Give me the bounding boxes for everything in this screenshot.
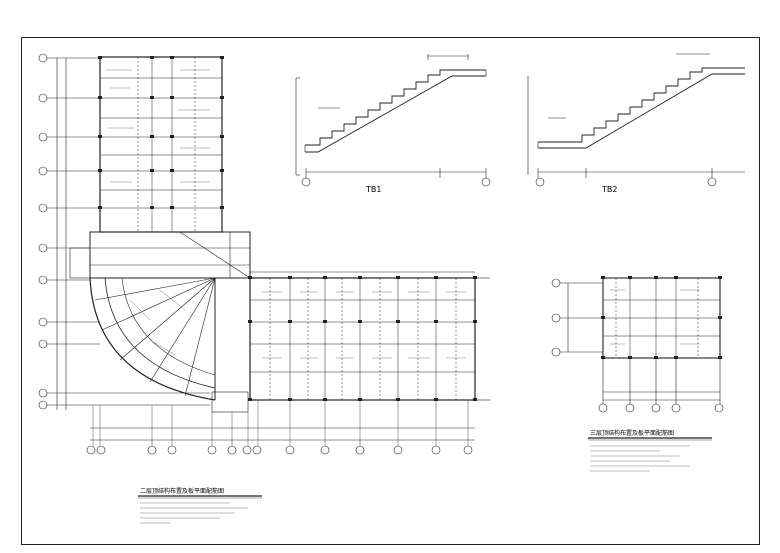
- sheet-border: [21, 37, 760, 545]
- left-axis-bubbles: [38, 53, 48, 410]
- stair-label-tb2: TB2: [602, 185, 618, 194]
- bottom-axis-bubbles: [86, 445, 473, 455]
- small-plan: [551, 277, 724, 413]
- plan-title: 二层顶结构布置及板平面配筋图: [140, 488, 225, 495]
- small-plan-title: 三层顶结构布置及板平面配筋图: [590, 430, 675, 437]
- stair-label-tb1: TB1: [366, 185, 382, 194]
- stair-section-tb2: [527, 53, 745, 187]
- stair-section-tb1: [295, 54, 491, 187]
